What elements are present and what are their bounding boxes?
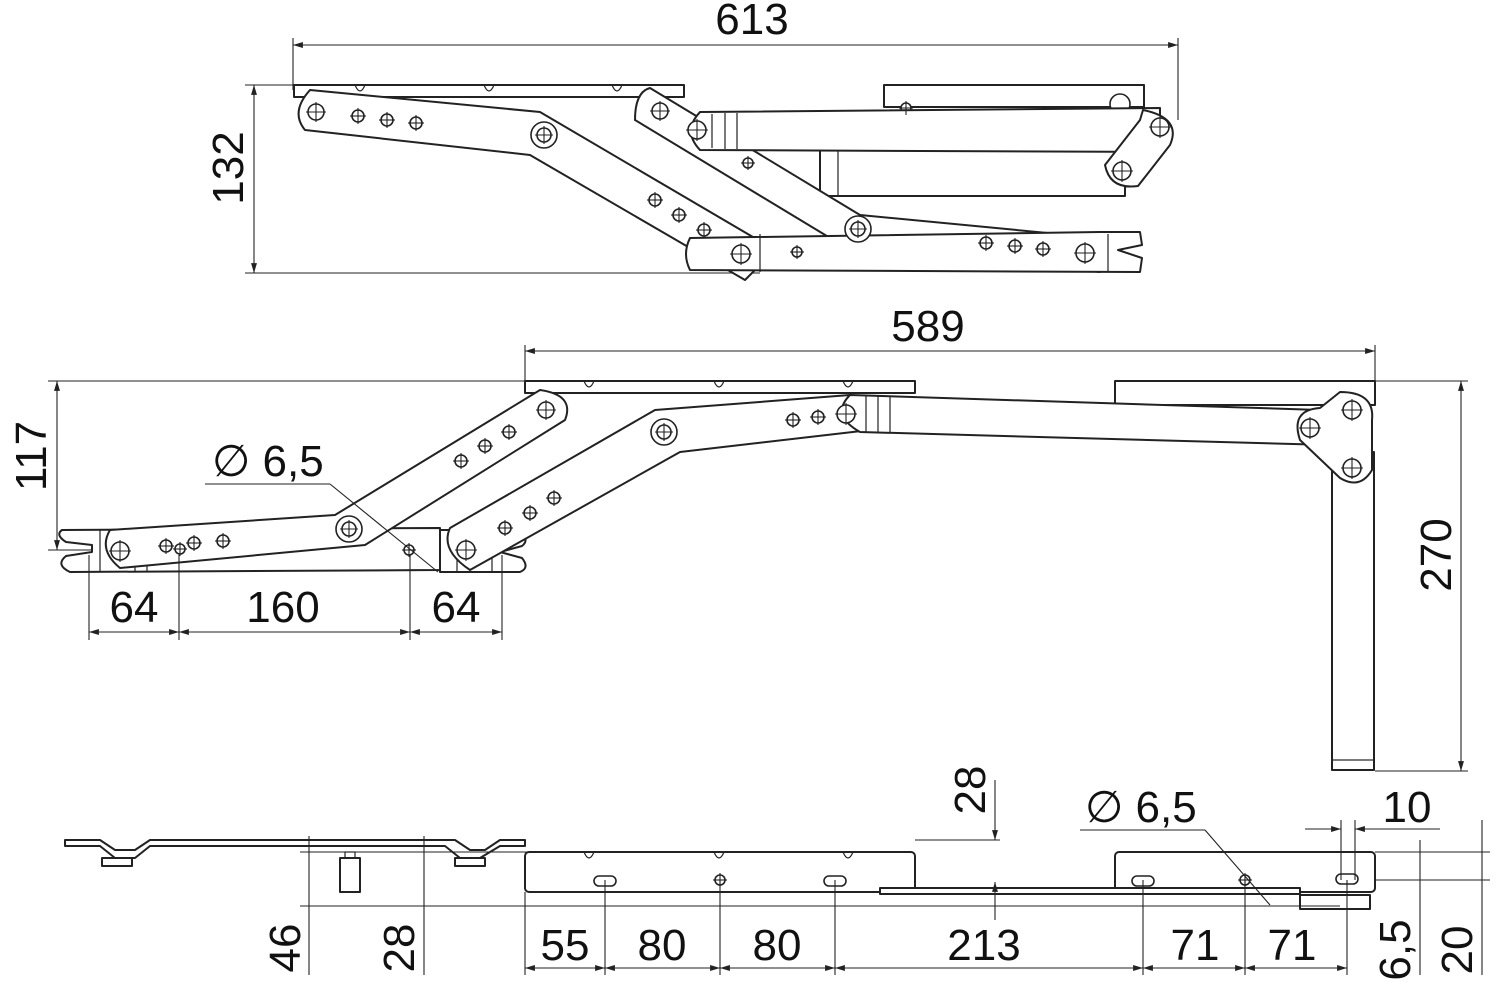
bottom-spacing-label-4: 213 <box>947 921 1020 970</box>
top-mount-plate-right <box>883 84 1145 108</box>
dim-label-10: 10 <box>1383 783 1432 832</box>
dim-label-28-offset: 28 <box>946 766 995 815</box>
mid-holes <box>109 399 1363 562</box>
bottom-right-heights: 6,5 20 <box>1371 820 1490 981</box>
bottom-right-hinge <box>1299 894 1371 910</box>
dimension-10: 10 <box>1305 783 1440 880</box>
dimension-132: 132 <box>204 84 760 274</box>
mid-support-leg <box>1331 451 1375 771</box>
bottom-bolt <box>339 857 361 893</box>
spacing-label-3: 64 <box>432 583 481 632</box>
dim-label-589: 589 <box>891 302 964 351</box>
dim-label-28-left: 28 <box>375 924 424 973</box>
dimension-28-offset: 28 <box>915 766 1000 920</box>
bottom-spacing-label-3: 80 <box>753 921 802 970</box>
mid-arm-lower <box>104 389 569 569</box>
bottom-spacing-label-6: 71 <box>1268 921 1317 970</box>
dim-label-46: 46 <box>261 924 310 973</box>
bottom-left-clip-1 <box>101 857 133 867</box>
middle-view-unfolded: 589 117 270 <box>7 302 1468 772</box>
spacing-label-2: 160 <box>246 583 319 632</box>
bottom-connecting-bar <box>879 887 1301 895</box>
bottom-spacing-label-2: 80 <box>638 921 687 970</box>
bottom-holes <box>593 873 1359 887</box>
hole-diameter-label: ∅ 6,5 <box>212 437 324 486</box>
dim-label-132: 132 <box>204 131 253 204</box>
bottom-left-plate <box>64 839 526 859</box>
bottom-spacing-label-1: 55 <box>541 921 590 970</box>
bottom-hole-callout: ∅ 6,5 <box>1080 783 1271 906</box>
bottom-view-side: 28 ∅ 6,5 10 46 28 <box>64 766 1490 981</box>
bottom-spacing-label-5: 71 <box>1171 921 1220 970</box>
dim-label-270: 270 <box>1412 518 1461 591</box>
top-foot-plate <box>685 231 1143 273</box>
top-view-folded: 613 132 <box>204 0 1179 281</box>
dim-label-117: 117 <box>7 421 56 491</box>
dim-label-6-5: 6,5 <box>1371 919 1420 980</box>
top-upper-bar <box>690 107 1161 153</box>
dim-label-20: 20 <box>1433 926 1482 975</box>
bottom-left-heights: 46 28 <box>261 836 1340 975</box>
mid-hole-callout: ∅ 6,5 <box>205 437 439 573</box>
dimension-613: 613 <box>292 0 1179 120</box>
dim-label-613: 613 <box>715 0 788 44</box>
mid-spacing-dimensions: 64 160 64 <box>88 555 503 640</box>
top-folded-leg <box>819 147 1126 197</box>
bottom-hole-diameter-label: ∅ 6,5 <box>1085 783 1197 832</box>
dimension-270: 270 <box>1375 380 1468 772</box>
top-holes <box>306 101 1171 265</box>
bottom-left-clip-2 <box>454 857 486 867</box>
spacing-label-1: 64 <box>110 583 159 632</box>
bottom-spacing-dimensions: 55 80 80 213 71 71 <box>524 880 1348 975</box>
